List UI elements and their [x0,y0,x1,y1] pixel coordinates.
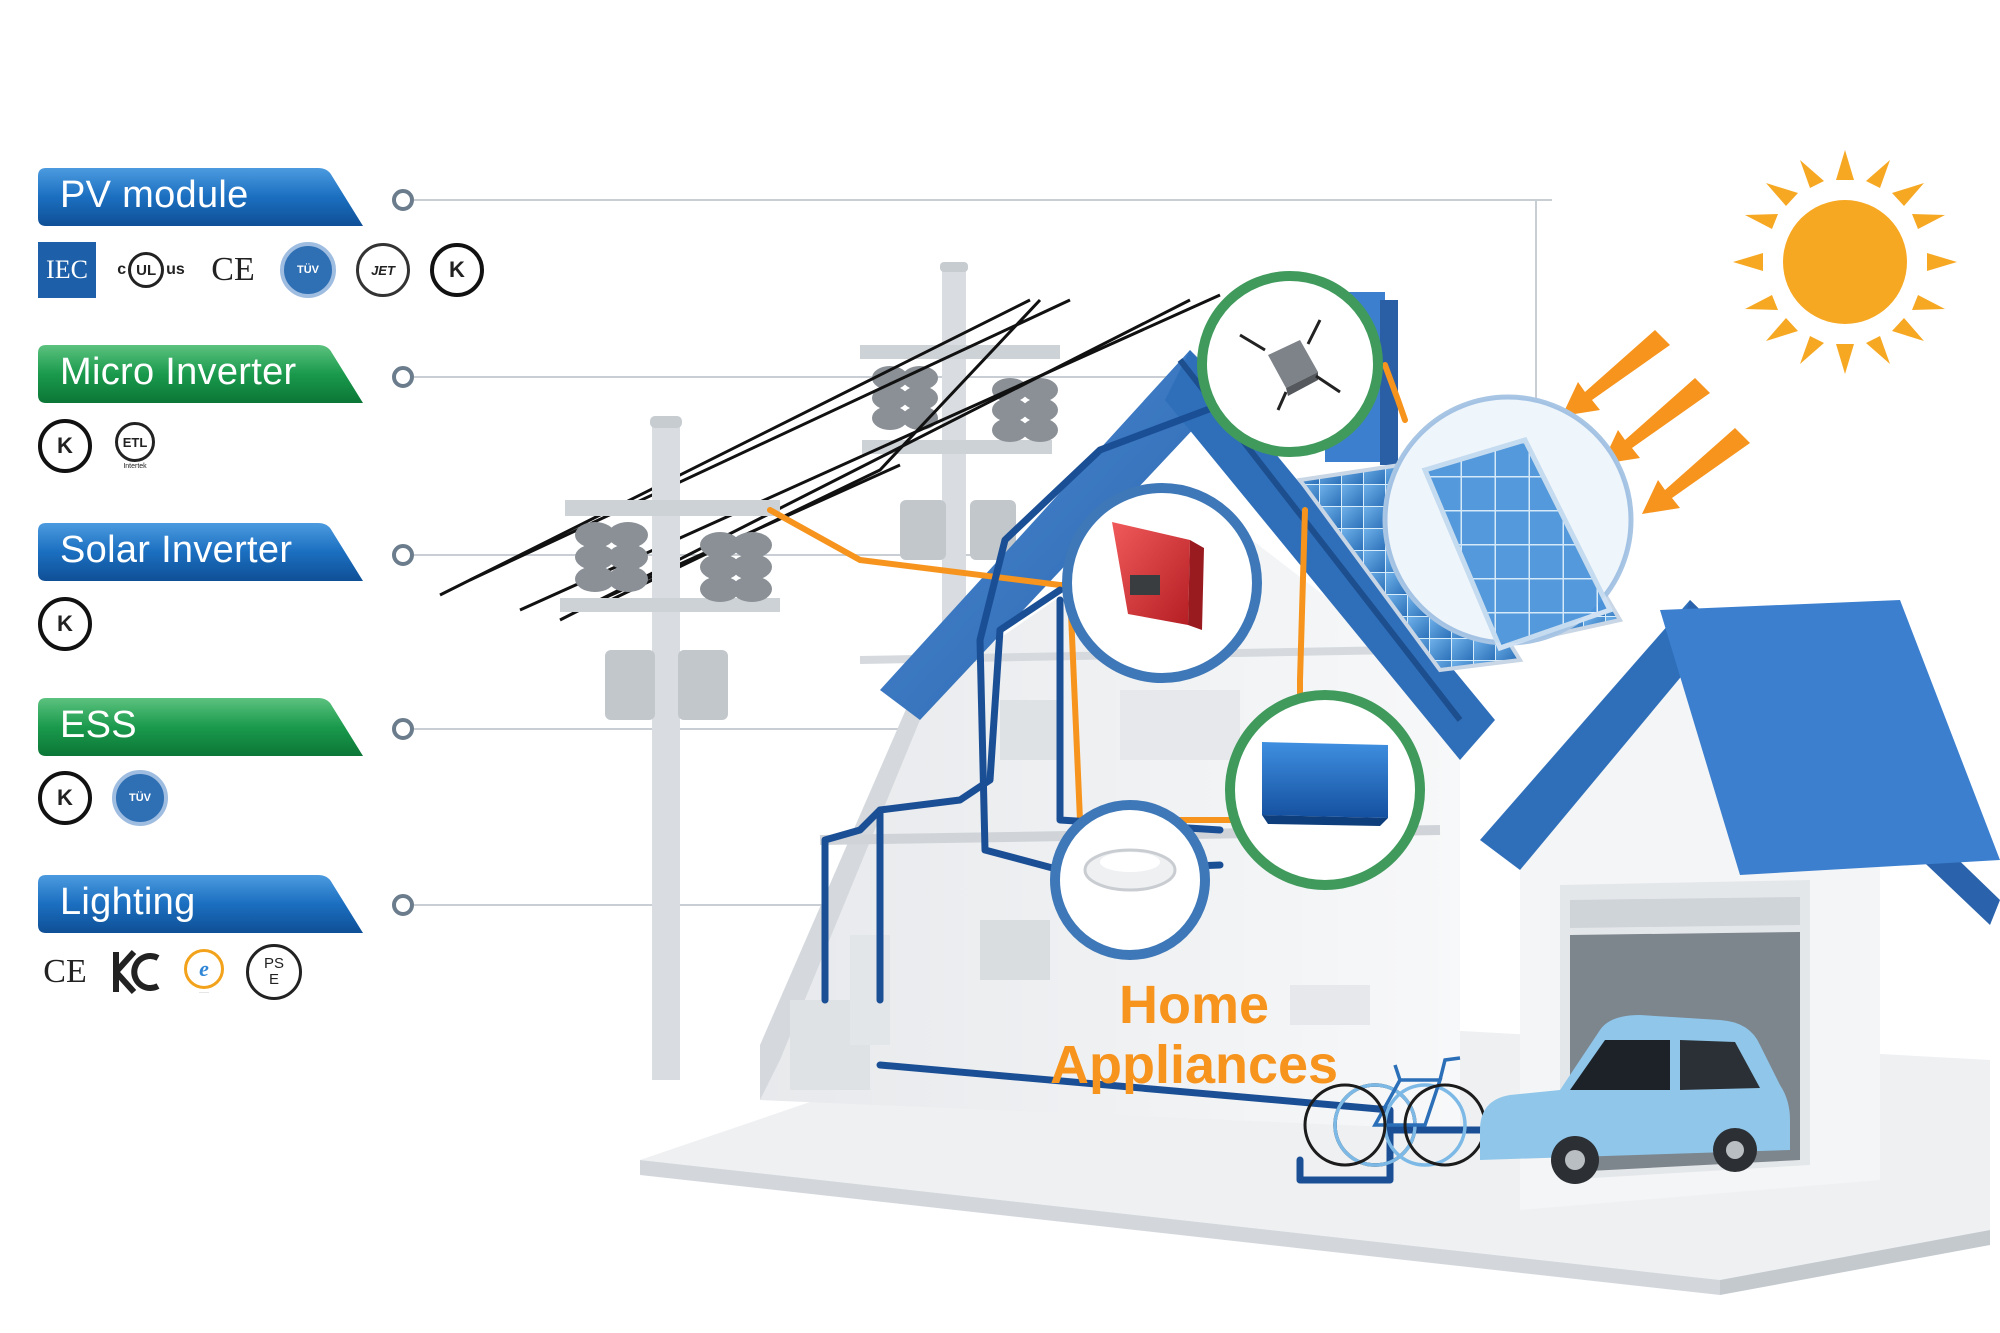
connector-line [414,199,1552,201]
connector-dot [392,718,414,740]
main-roof [880,292,1495,760]
connector-dot [392,894,414,916]
home-appliances-line2: Appliances [1050,1035,1339,1095]
callout-lighting [1050,800,1210,960]
category-tab-bg [38,875,363,933]
cert-row-solar-inverter: K [38,596,92,652]
ce-cert-icon: CE [43,953,87,990]
car [1480,1015,1790,1184]
category-tab-bg [38,698,363,756]
k-mark-cert-icon: K [38,419,92,473]
callout-micro-inverter [1197,271,1383,457]
category-tab-bg [38,168,363,226]
connector-line [414,728,1214,730]
jet-cert-icon: JET [356,243,410,297]
category-micro-inverter: Micro Inverter [38,345,363,403]
solar-inverter-icon [1112,522,1204,630]
kc-cert-icon [112,948,162,996]
home-appliances-label: Home Appliances [1050,975,1338,1095]
category-solar-inverter: Solar Inverter [38,523,363,581]
home-appliances-line1: Home [1119,975,1270,1035]
iec-cert-icon: IEC [38,242,96,298]
category-tab-bg [38,345,363,403]
power-pole-front [560,416,780,1080]
tuv-cert-icon: TÜV [280,242,336,298]
connector-line [414,376,1174,378]
cert-row-ess: K TÜV [38,770,168,826]
connector-line-vertical [1535,199,1537,429]
connector-line [414,904,1074,906]
k-mark-cert-icon: K [38,771,92,825]
callout-solar-inverter [1062,483,1262,683]
category-label: PV module [60,174,249,216]
k-mark-cert-icon: K [38,597,92,651]
category-label: Lighting [60,881,196,923]
category-label: Solar Inverter [60,529,293,571]
callout-solar-panel [1382,394,1634,652]
micro-inverter-icon [1239,319,1341,411]
connector-dot [392,189,414,211]
callout-ess [1225,690,1425,890]
category-lighting: Lighting [38,875,363,933]
connector-dot [392,366,414,388]
bicycle [1303,1056,1487,1167]
category-label: ESS [60,704,137,746]
e-cert-icon: e····· [182,946,226,998]
category-pv-module: PV module [38,168,363,226]
ess-icon [1262,742,1388,826]
tuv-cert-icon: TÜV [112,770,168,826]
category-ess: ESS [38,698,363,756]
sun-icon [1733,150,1957,374]
sunlight-arrows [1562,330,1750,514]
k-mark-cert-icon: K [430,243,484,297]
category-label: Micro Inverter [60,351,297,393]
connector-dot [392,544,414,566]
ceiling-light-icon [1083,848,1177,892]
ce-cert-icon: CE [211,251,255,288]
category-tab-bg [38,523,363,581]
